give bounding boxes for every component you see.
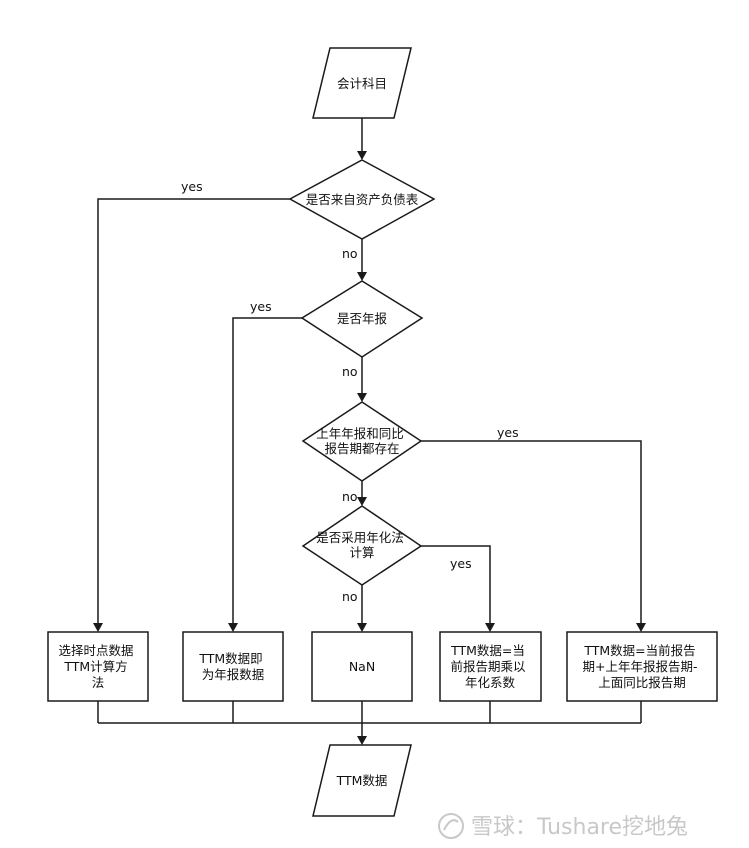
edge-annual-yes bbox=[232, 317, 302, 624]
edge-label-balance-no: no bbox=[342, 246, 358, 261]
arrowhead bbox=[357, 272, 367, 281]
watermark-text: 雪球：Tushare挖地兔 bbox=[471, 815, 688, 840]
arrowhead bbox=[93, 623, 103, 632]
decision-annual-report bbox=[300, 280, 424, 358]
nodes bbox=[47, 47, 718, 817]
end-node bbox=[312, 744, 412, 817]
decision-prev-periods-exist bbox=[301, 401, 423, 482]
box-point-in-time bbox=[47, 631, 149, 702]
box-annualized bbox=[439, 631, 542, 702]
arrowhead bbox=[357, 151, 367, 160]
edge-label-annualize-yes: yes bbox=[450, 556, 472, 571]
box-nan-label: NaN bbox=[349, 659, 375, 674]
box-annualize-label: TTM数据=当 前报告期乘以 年化系数 bbox=[450, 643, 529, 690]
decision-balance-label: 是否来自资产负债表 bbox=[306, 192, 419, 207]
edge-annualize-yes bbox=[421, 545, 491, 624]
watermark: 雪球：Tushare挖地兔 bbox=[438, 813, 688, 840]
end-label: TTM数据 bbox=[336, 773, 388, 788]
box-nan bbox=[311, 631, 413, 702]
box-annual-data bbox=[182, 631, 284, 702]
arrowhead bbox=[485, 623, 495, 632]
edge-label-prev-no: no bbox=[342, 489, 358, 504]
edge-label-annual-yes: yes bbox=[250, 299, 272, 314]
arrowhead bbox=[357, 497, 367, 506]
decision-annual-label: 是否年报 bbox=[337, 311, 388, 326]
edge-label-prev-yes: yes bbox=[497, 425, 519, 440]
box-formula-label: TTM数据=当前报告 期+上年年报报告期- 上面同比报告期 bbox=[583, 643, 702, 690]
start-node bbox=[312, 47, 412, 119]
box-point-label: 选择时点数据 TTM计算方 法 bbox=[59, 643, 138, 690]
edge-prev-yes bbox=[421, 440, 642, 624]
arrowhead bbox=[636, 623, 646, 632]
snowball-logo-icon bbox=[438, 813, 464, 839]
box-annual-label: TTM数据即 为年报数据 bbox=[198, 651, 266, 682]
decision-balance-sheet bbox=[288, 159, 436, 240]
box-ttm-formula bbox=[566, 631, 718, 702]
decision-annualize-label: 是否采用年化法 计算 bbox=[316, 530, 408, 560]
start-label: 会计科目 bbox=[337, 76, 387, 91]
edge-label-annual-no: no bbox=[342, 364, 358, 379]
edge-label-balance-yes: yes bbox=[181, 179, 203, 194]
decision-prev-label: 上年年报和同比 报告期都存在 bbox=[316, 426, 408, 456]
arrowhead bbox=[357, 623, 367, 632]
edge-label-annualize-no: no bbox=[342, 589, 358, 604]
decision-annualize bbox=[301, 505, 423, 586]
arrowhead bbox=[228, 623, 238, 632]
edge-balance-yes bbox=[97, 198, 290, 624]
arrowhead bbox=[357, 393, 367, 402]
connectors bbox=[93, 118, 646, 745]
arrowhead bbox=[357, 736, 367, 745]
